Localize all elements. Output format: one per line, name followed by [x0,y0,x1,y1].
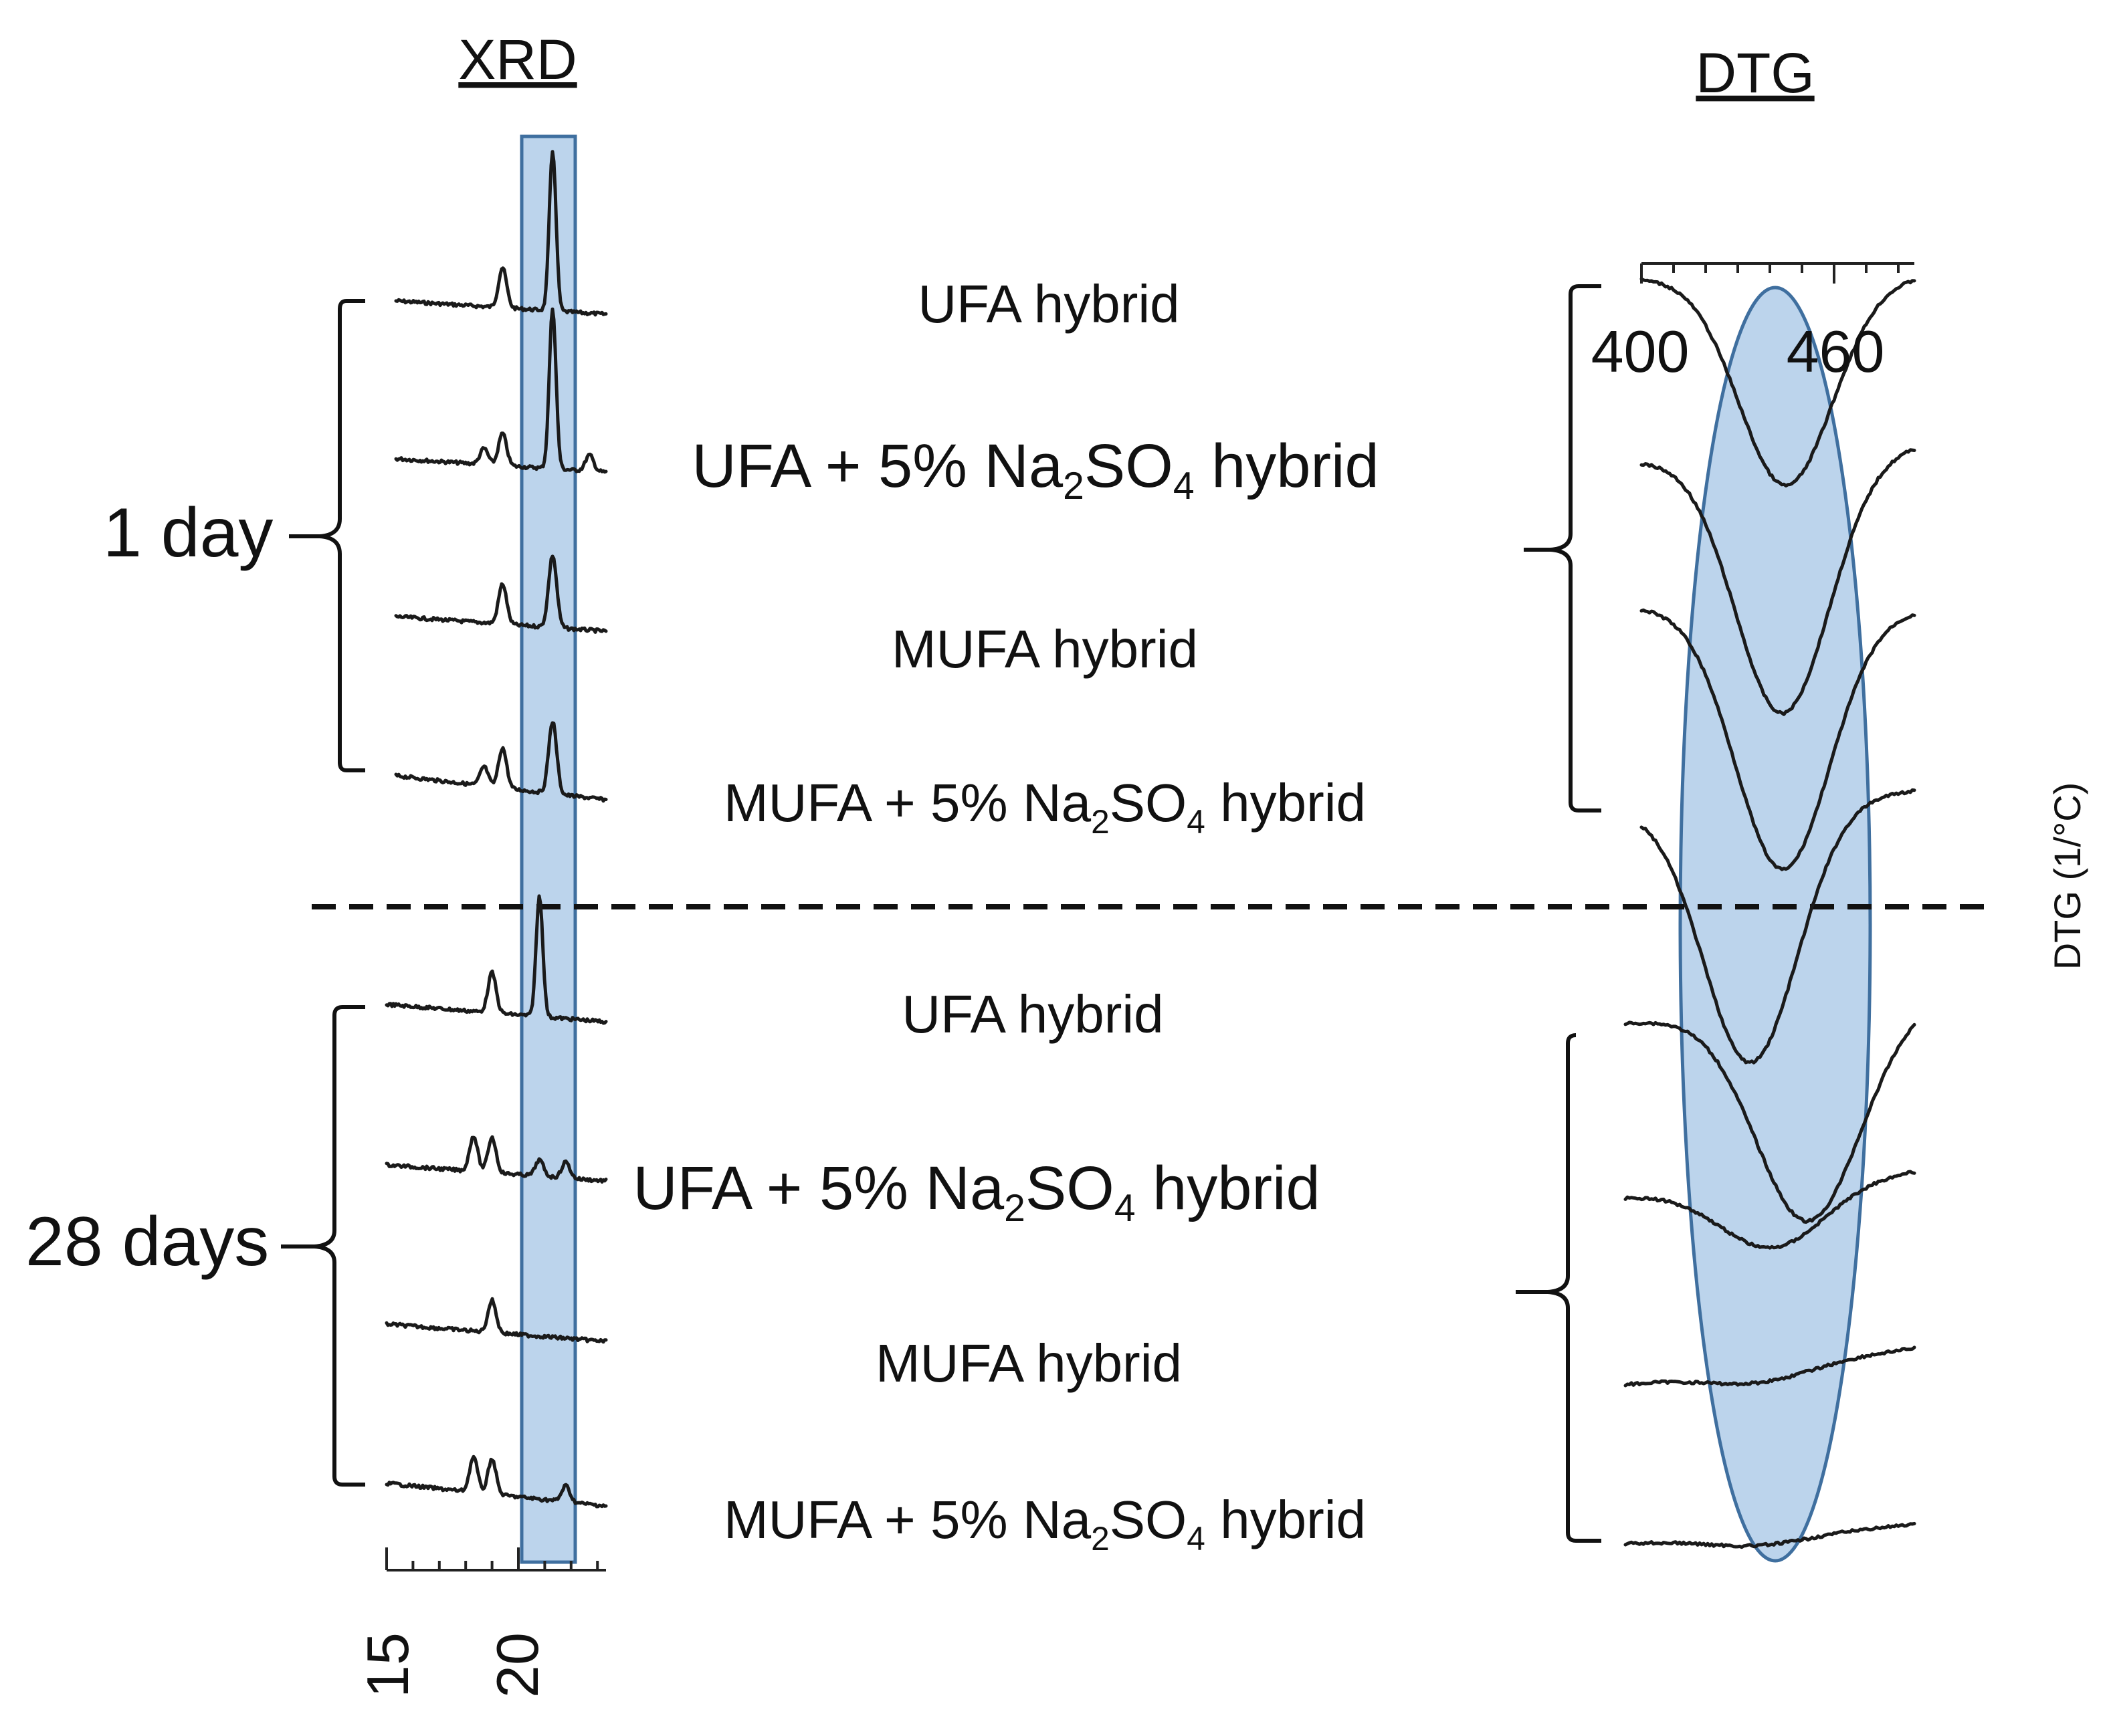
dtg-trace-28-days-mufa-5-na2so4-hybrid [1623,1521,1916,1549]
sample-label-28days-mufa-5-naso-hybrid: MUFA + 5% Na2SO4 hybrid [724,1490,1366,1557]
xrd-traces [385,150,608,1509]
dtg-y-axis-label: DTG (1/°C) [2046,782,2088,970]
xrd-trace-28-days-mufa-5-na2so4-hybrid [385,1454,608,1509]
xrd-tick-label-20: 20 [484,1632,550,1698]
sample-label-28days-ufa-5-naso-hybrid: UFA + 5% Na2SO4 hybrid [633,1154,1320,1230]
xrd-trace-28-days-ufa-5-na2so4-hybrid [385,1135,608,1184]
dtg-trace-1-day-ufa-hybrid [1639,277,1916,487]
xrd-trace-1-day-mufa-hybrid [394,554,608,634]
brace-28days-xrd [281,1005,365,1487]
dtg-tick-label-460: 460 [1787,318,1885,385]
xrd-trace-28-days-ufa-hybrid [385,894,608,1025]
dtg-tick-label-400: 400 [1591,318,1690,385]
brace-1day-dtg [1524,284,1601,812]
dtg-x-axis [1640,262,1914,284]
group-label-28days: 28 days [25,1203,269,1281]
xrd-tick-label-15: 15 [355,1632,421,1698]
xrd-trace-1-day-mufa-5-na2so4-hybrid [394,721,608,803]
dtg-trace-1-day-ufa-5-na2so4-hybrid [1639,448,1916,716]
xrd-x-axis [385,1547,606,1571]
dtg-trace-28-days-mufa-hybrid [1623,1345,1916,1388]
sample-label-28days-ufa-hybrid: UFA hybrid [902,984,1163,1044]
sample-label-1day-mufa-hybrid: MUFA hybrid [892,619,1198,679]
dtg-trace-1-day-mufa-5-na2so4-hybrid [1639,788,1916,1065]
dtg-highlight-ellipse [1678,286,1872,1563]
dtg-title: DTG [1696,41,1814,104]
sample-label-1day-ufa-hybrid: UFA hybrid [918,274,1179,334]
dtg-trace-1-day-mufa-hybrid [1639,608,1916,871]
sample-label-1day-ufa-5-naso-hybrid: UFA + 5% Na2SO4 hybrid [692,432,1379,508]
xrd-trace-28-days-mufa-hybrid [385,1297,608,1344]
xrd-trace-1-day-ufa-hybrid [394,150,608,317]
sample-label-28days-mufa-hybrid: MUFA hybrid [876,1333,1182,1393]
dtg-traces [1623,277,1916,1549]
brace-1day-xrd [289,299,365,772]
brace-28days-dtg [1516,1033,1601,1543]
xrd-title: XRD [458,28,577,91]
dtg-trace-28-days-ufa-hybrid [1623,1020,1916,1224]
sample-label-1day-mufa-5-naso-hybrid: MUFA + 5% Na2SO4 hybrid [724,773,1366,841]
group-label-1day: 1 day [103,494,273,572]
xrd-trace-1-day-ufa-5-na2so4-hybrid [394,307,608,474]
dtg-trace-28-days-ufa-5-na2so4-hybrid [1623,1170,1916,1250]
